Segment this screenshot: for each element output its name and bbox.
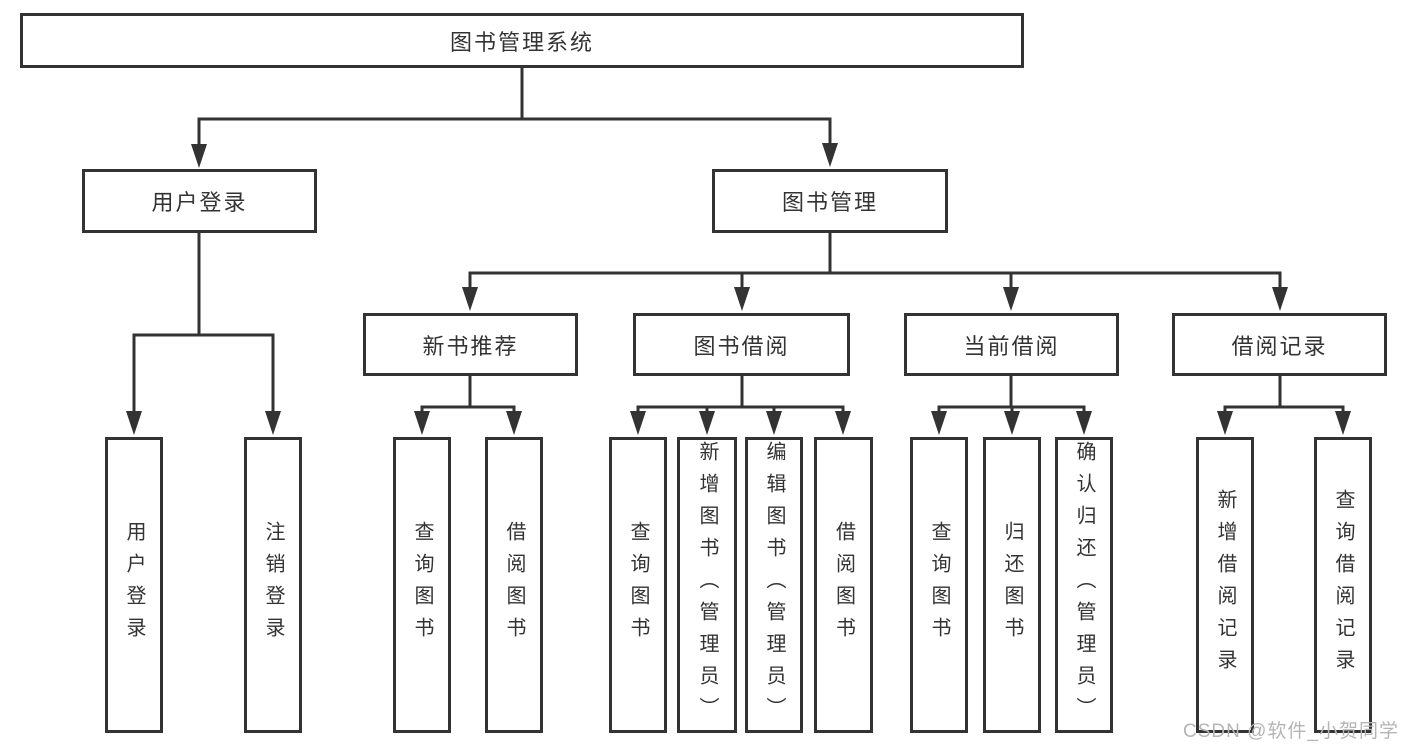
leaf-current-confirm-return-admin: 确认归还（管理员） <box>1055 437 1113 733</box>
node-current-borrow: 当前借阅 <box>904 313 1119 376</box>
leaf-borrow-query-books: 查询图书 <box>609 437 667 733</box>
node-new-book: 新书推荐 <box>363 313 578 376</box>
leaf-label: 借阅图书 <box>503 521 525 649</box>
leaf-newbook-query-books: 查询图书 <box>393 437 451 733</box>
node-root-label: 图书管理系统 <box>449 29 594 55</box>
connector-arrowheads <box>126 143 1351 435</box>
arrowhead <box>506 411 522 435</box>
arrowhead <box>1003 287 1019 311</box>
leaf-label: 归还图书 <box>1001 521 1023 649</box>
leaf-borrow-borrow-books: 借阅图书 <box>814 437 873 733</box>
connector-newbook-to-leaves <box>420 376 516 411</box>
arrowhead <box>414 411 430 435</box>
arrowhead <box>835 411 851 435</box>
leaf-borrow-edit-books-admin: 编辑图书（管理员） <box>745 437 803 733</box>
node-current-borrow-label: 当前借阅 <box>963 333 1060 359</box>
arrowhead <box>1335 411 1351 435</box>
node-user-login: 用户登录 <box>82 169 317 233</box>
arrowhead <box>191 144 207 168</box>
arrowhead <box>822 143 838 167</box>
arrowhead <box>1217 411 1233 435</box>
node-user-login-label: 用户登录 <box>151 190 248 215</box>
node-book-management: 图书管理 <box>712 169 948 233</box>
leaf-records-add-record: 新增借阅记录 <box>1196 437 1254 733</box>
arrowhead <box>734 287 750 311</box>
arrowhead <box>126 411 142 435</box>
connector-records-to-leaves <box>1223 376 1345 411</box>
leaf-user-login: 用户登录 <box>105 437 163 733</box>
node-book-borrow-label: 图书借阅 <box>693 333 790 359</box>
watermark-text: CSDN @软件_小贺同学 <box>1183 721 1399 742</box>
connector-current-to-leaves <box>937 376 1086 411</box>
leaf-current-query-books: 查询图书 <box>910 437 968 733</box>
leaf-current-return-books: 归还图书 <box>983 437 1041 733</box>
node-borrow-records-label: 借阅记录 <box>1231 333 1328 359</box>
arrowhead <box>462 287 478 311</box>
arrowhead <box>1004 411 1020 435</box>
connector-borrow-to-leaves <box>636 376 845 411</box>
connector-lines <box>132 68 1345 411</box>
node-book-management-label: 图书管理 <box>781 190 878 215</box>
arrowhead <box>630 411 646 435</box>
node-book-borrow: 图书借阅 <box>633 313 850 376</box>
leaf-label: 用户登录 <box>123 521 145 649</box>
arrowhead <box>1272 287 1288 311</box>
leaf-label: 查询图书 <box>411 521 433 649</box>
leaf-logout: 注销登录 <box>244 437 302 733</box>
leaf-label: 新增借阅记录 <box>1214 489 1236 681</box>
leaf-label: 编辑图书（管理员） <box>763 441 785 729</box>
connector-root-to-level2 <box>197 68 832 146</box>
leaf-records-query-record: 查询借阅记录 <box>1314 437 1372 733</box>
leaf-borrow-add-books-admin: 新增图书（管理员） <box>677 437 737 733</box>
arrowhead <box>699 411 715 435</box>
arrowhead <box>265 411 281 435</box>
leaf-newbook-borrow-books: 借阅图书 <box>485 437 543 733</box>
node-borrow-records: 借阅记录 <box>1172 313 1387 376</box>
arrowhead <box>1076 411 1092 435</box>
connector-management-to-level3 <box>468 232 1282 291</box>
leaf-label: 查询借阅记录 <box>1332 489 1354 681</box>
leaf-label: 查询图书 <box>627 521 649 649</box>
connector-login-to-leaves <box>132 233 275 411</box>
leaf-label: 注销登录 <box>262 521 284 649</box>
arrowhead <box>931 411 947 435</box>
arrowhead <box>766 411 782 435</box>
node-new-book-label: 新书推荐 <box>422 333 519 359</box>
leaf-label: 借阅图书 <box>832 521 855 649</box>
leaf-label: 确认归还（管理员） <box>1073 441 1095 729</box>
leaf-label: 查询图书 <box>928 521 950 649</box>
node-root: 图书管理系统 <box>20 13 1024 68</box>
leaf-label: 新增图书（管理员） <box>696 441 718 729</box>
